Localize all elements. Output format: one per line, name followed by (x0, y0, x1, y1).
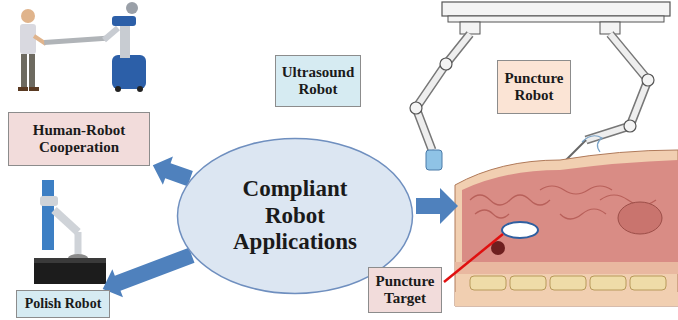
label-box: Puncture Target (368, 267, 442, 313)
cooperation-photo (18, 2, 146, 92)
label-box: Puncture Robot (497, 60, 571, 114)
box-label: Ultrasound Robot (281, 64, 355, 99)
block-arrow (416, 188, 458, 224)
block-arrow (103, 248, 195, 298)
polish-robot-photo (34, 180, 106, 284)
box-label: Puncture Robot (503, 70, 565, 105)
abdomen-illustration (455, 150, 678, 306)
box-label: Puncture Target (374, 273, 436, 308)
label-box: Polish Robot (16, 290, 110, 318)
label-box: Ultrasound Robot (275, 55, 361, 107)
box-label: Polish Robot (25, 296, 102, 312)
block-arrow (153, 157, 193, 187)
surgical-robots (410, 2, 670, 170)
box-label: Human-Robot Cooperation (14, 122, 144, 157)
leader-line (444, 234, 503, 282)
center-title: Compliant Robot Applications (225, 176, 365, 255)
label-box: Human-Robot Cooperation (8, 112, 150, 166)
